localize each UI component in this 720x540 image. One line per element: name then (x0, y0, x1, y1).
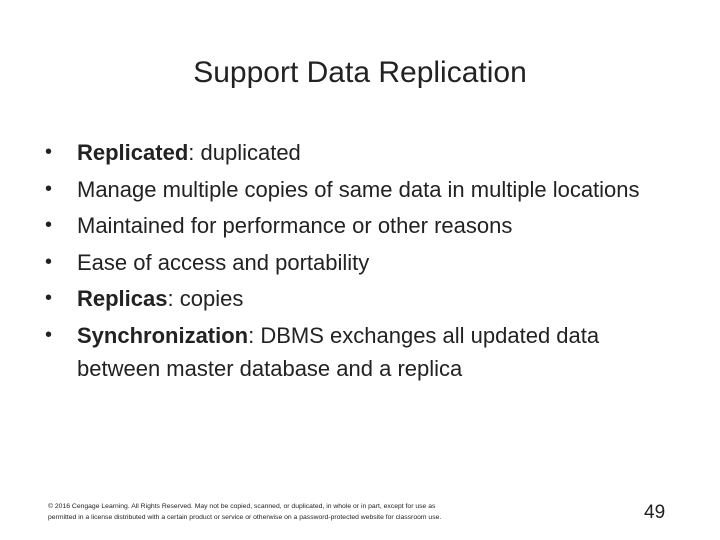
bullet-text: Maintained for performance or other reas… (77, 213, 513, 238)
bullet-text: Manage multiple copies of same data in m… (77, 176, 640, 202)
copyright-line-2: permitted in a license distributed with … (48, 514, 442, 521)
bullet-term: Replicas (77, 286, 168, 311)
bullet-term: Synchronization (77, 322, 249, 348)
copyright-footer: © 2016 Cengage Learning. All Rights Rese… (48, 501, 548, 523)
bullet-dot-icon: • (45, 250, 53, 273)
bullet-dot-icon: • (45, 287, 53, 309)
bullet-text: : duplicated (188, 140, 301, 165)
bullet-dot-icon: • (45, 177, 53, 200)
bullet-item-replicated: • Replicated: duplicated (45, 136, 665, 169)
copyright-line-1: © 2016 Cengage Learning. All Rights Rese… (48, 503, 436, 510)
slide-title: Support Data Replication (193, 56, 527, 89)
bullet-dot-icon: • (45, 141, 53, 163)
bullet-item-synchronization: • Synchronization: DBMS exchanges all up… (45, 319, 665, 385)
page-number: 49 (644, 502, 666, 523)
bullet-item-maintained: • Maintained for performance or other re… (45, 209, 665, 242)
bullet-text: : copies (167, 286, 244, 311)
bullet-term: Replicated (77, 140, 189, 165)
bullet-item-manage-copies: • Manage multiple copies of same data in… (45, 173, 665, 206)
bullet-text: : DBMS exchanges all updated data betwee… (77, 322, 600, 381)
bullet-item-ease-of-access: • Ease of access and portability (45, 246, 665, 279)
bullet-dot-icon: • (45, 214, 53, 236)
bullet-text: Ease of access and portability (77, 249, 370, 275)
bullet-item-replicas: • Replicas: copies (45, 282, 665, 315)
bullet-list: • Replicated: duplicated • Manage multip… (45, 136, 665, 388)
bullet-dot-icon: • (45, 323, 53, 346)
